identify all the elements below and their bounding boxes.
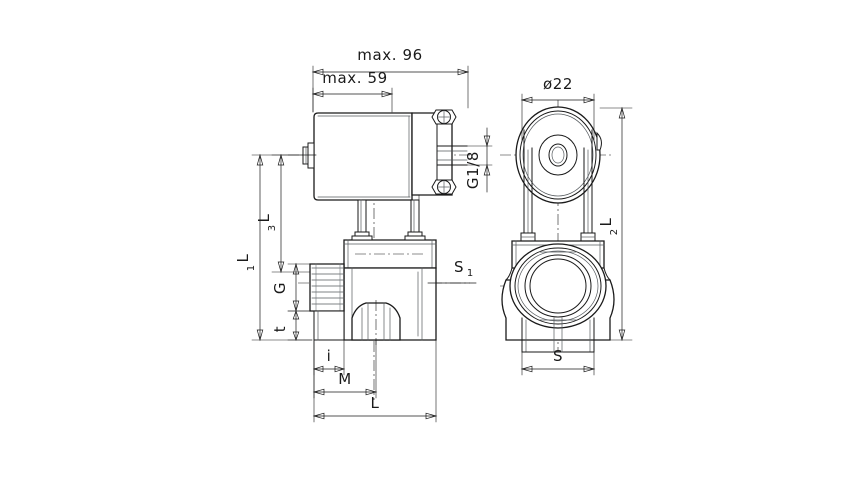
dimension-label-s1-subscript: 1	[467, 268, 473, 279]
dimension-label-M: M	[338, 370, 352, 388]
dimension-label-i: i	[327, 347, 332, 365]
dimension-max59: max. 59	[311, 69, 394, 113]
side-view-valve-body	[501, 243, 615, 353]
dimension-label-L: L	[371, 394, 380, 412]
solenoid-coil-end-view	[515, 106, 602, 204]
dimension-G: G	[271, 262, 313, 313]
dimension-label-max59: max. 59	[322, 69, 388, 87]
dimension-S: S	[520, 344, 596, 376]
dimension-label-max96: max. 96	[357, 46, 423, 64]
side-view-dimensions: ø22 L 2 S	[520, 75, 633, 376]
valve-bonnet	[343, 235, 437, 269]
outlet-spigot	[351, 300, 401, 345]
dimension-label-L1-subscript: 1	[246, 265, 257, 271]
dimension-dia22: ø22	[520, 75, 596, 141]
dimension-L3: L 3	[255, 153, 317, 274]
front-view-dimensions: max. 96 max. 59 G1/8 S 1	[234, 46, 493, 423]
dimension-label-L3-subscript: 3	[267, 225, 278, 231]
solenoid-coil-body	[302, 112, 413, 201]
dimension-L1: L 1	[234, 153, 317, 342]
dimension-label-dia22: ø22	[543, 75, 573, 93]
side-view-stems	[520, 129, 596, 242]
dimension-label-s1: S	[454, 258, 464, 276]
dimension-label-L1: L	[234, 253, 252, 262]
fastener-screw-bottom	[431, 179, 457, 195]
dimension-label-G: G	[271, 282, 289, 294]
dimension-label-L3: L	[255, 213, 273, 222]
port-block	[411, 112, 468, 196]
dimension-label-L2: L	[597, 217, 615, 226]
dimension-L2: L 2	[595, 106, 633, 342]
stem-tubes	[354, 199, 423, 241]
dimension-L: L	[312, 339, 438, 423]
dimension-s1: S 1	[427, 258, 477, 284]
front-view	[288, 109, 470, 400]
side-view	[500, 100, 615, 353]
dimension-label-S: S	[553, 347, 563, 365]
dimension-label-g18: G1/8	[464, 151, 482, 189]
dimension-g18: G1/8	[464, 127, 493, 193]
dimension-label-t: t	[271, 326, 289, 332]
dimension-t-vertical: t	[271, 309, 313, 342]
threaded-port-left	[309, 263, 345, 341]
dimension-label-L2-subscript: 2	[609, 229, 620, 235]
fastener-screw-top	[431, 109, 457, 125]
